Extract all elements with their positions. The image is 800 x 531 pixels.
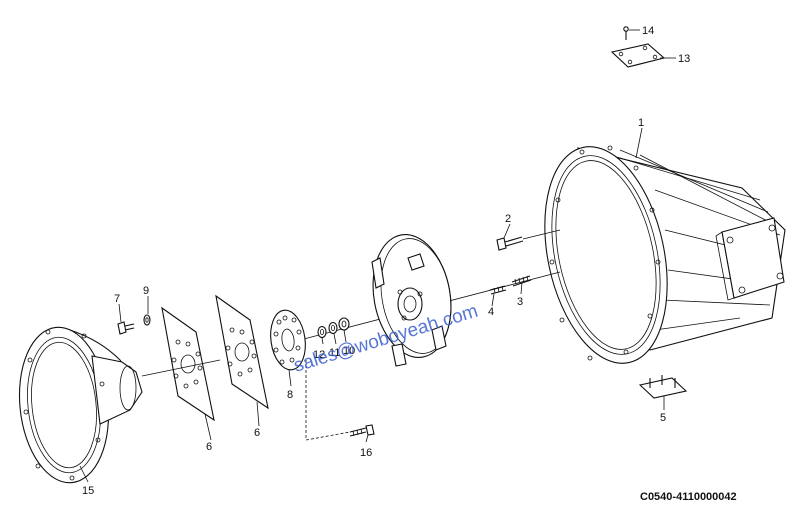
part-7-bolt: [117, 321, 135, 335]
callout-10: 10: [343, 345, 355, 357]
part-5-bracket: [638, 375, 688, 399]
callout-1: 1: [638, 117, 644, 129]
part-16-bolt: [349, 424, 375, 437]
part-12-washer: [317, 325, 327, 339]
callout-8: 8: [287, 389, 293, 401]
callout-14: 14: [642, 25, 654, 37]
part-15-adapter-housing: [18, 326, 143, 484]
part-9-washer: [143, 314, 151, 326]
callout-3: 3: [517, 296, 523, 308]
part-2-bolt: [496, 229, 561, 251]
callout-6-right: 6: [254, 427, 260, 439]
part-10-nut: [338, 317, 350, 331]
callout-4: 4: [488, 306, 494, 318]
leader-lines: [79, 29, 676, 483]
callout-15: 15: [82, 485, 94, 497]
callout-labels: 1 2 3 4 5 6 6 7 8 9 10 11 12 13 14 15 16: [82, 25, 690, 497]
part-1-housing: [544, 145, 786, 364]
callout-5: 5: [660, 412, 666, 424]
callout-2: 2: [505, 213, 511, 225]
part-13-cover-plate: [610, 43, 666, 68]
part-14-screw: [623, 26, 629, 40]
part-8-coupling-ring: [270, 309, 306, 371]
callout-16: 16: [360, 447, 372, 459]
part-6-plate-left: [161, 306, 215, 422]
callout-6-left: 6: [206, 441, 212, 453]
callout-12: 12: [313, 349, 325, 361]
callout-7: 7: [114, 293, 120, 305]
callout-13: 13: [678, 53, 690, 65]
rotor-fan-disc: [371, 234, 452, 367]
part-11-washer: [328, 321, 338, 335]
callout-11: 11: [329, 347, 340, 359]
callout-9: 9: [143, 285, 149, 297]
part-code: C0540-4110000042: [640, 491, 737, 503]
part-6-plate-right: [215, 294, 269, 410]
